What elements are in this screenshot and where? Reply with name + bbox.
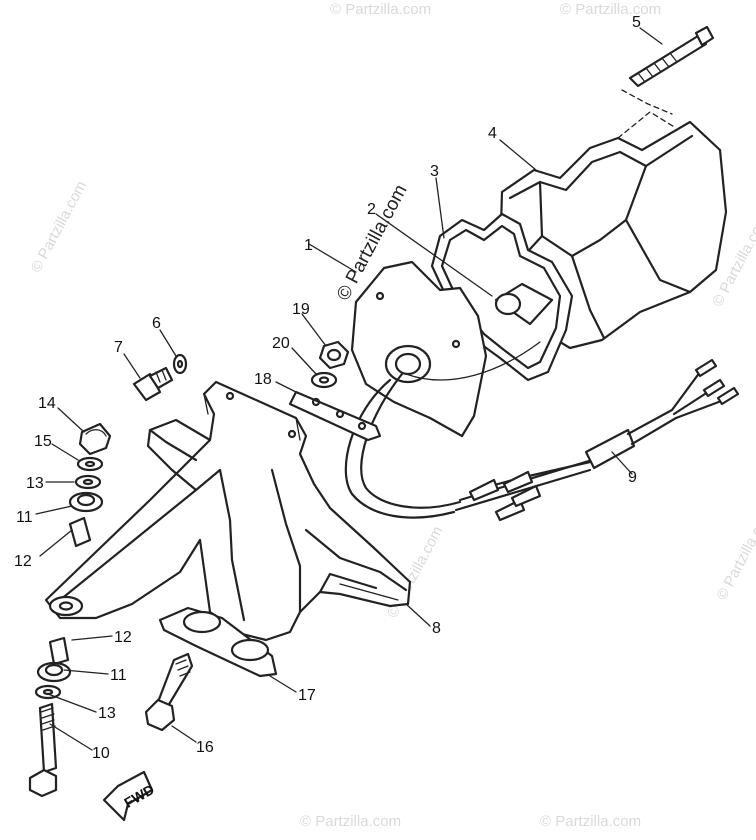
callout-10: 10	[92, 745, 110, 762]
callout-1: 1	[304, 237, 313, 254]
callout-11-lower: 11	[110, 667, 127, 684]
callout-11-upper: 11	[16, 509, 33, 526]
watermark: © Partzilla.com	[540, 813, 641, 830]
leader-lines	[35, 27, 663, 751]
part-6-washer[interactable]	[172, 353, 188, 375]
callout-16: 16	[196, 739, 214, 756]
part-11-grommet-upper[interactable]	[68, 491, 104, 513]
callout-12-upper: 12	[14, 553, 32, 570]
part-16-bolt[interactable]	[144, 652, 194, 732]
part-7-screw[interactable]	[132, 366, 174, 402]
part-19-nut[interactable]	[318, 340, 350, 370]
callout-9: 9	[628, 469, 637, 486]
callout-20: 20	[272, 335, 290, 352]
part-5-bolt[interactable]	[621, 25, 715, 115]
watermark: © Partzilla.com	[713, 506, 756, 603]
callout-5: 5	[632, 14, 641, 31]
part-18-plate[interactable]	[288, 390, 382, 442]
callout-8: 8	[432, 620, 441, 637]
part-14-cap-nut[interactable]	[78, 422, 112, 456]
callout-4: 4	[488, 125, 497, 142]
fwd-arrow: FWD	[102, 770, 157, 822]
callout-13-lower: 13	[98, 705, 116, 722]
callout-18: 18	[254, 371, 272, 388]
watermark: © Partzilla.com	[560, 1, 661, 18]
part-13-washer-upper[interactable]	[74, 474, 102, 490]
part-2-base-plate[interactable]	[350, 260, 554, 438]
part-12-collar-upper[interactable]	[68, 516, 92, 548]
part-9-wire-harness[interactable]	[344, 341, 740, 522]
callout-2: 2	[367, 201, 376, 218]
callout-6: 6	[152, 315, 161, 332]
watermarks: © Partzilla.com © Partzilla.com © Partzi…	[28, 1, 756, 830]
callout-labels: 1 2 3 4 5 6 7 8 9 10 11 11 12 12 13 13 1…	[14, 14, 641, 762]
part-10-bolt[interactable]	[28, 702, 58, 798]
part-20-washer[interactable]	[310, 371, 338, 389]
callout-13-upper: 13	[26, 475, 44, 492]
callout-7: 7	[114, 339, 123, 356]
part-8-bracket[interactable]	[44, 380, 412, 642]
watermark: © Partzilla.com	[28, 178, 90, 275]
watermark: © Partzilla.com	[330, 1, 431, 18]
part-15-washer[interactable]	[76, 456, 104, 472]
part-17-mount-plate[interactable]	[158, 606, 278, 678]
callout-12-lower: 12	[114, 629, 132, 646]
callout-14: 14	[38, 395, 56, 412]
callout-19: 19	[292, 301, 310, 318]
part-13-washer-lower[interactable]	[34, 684, 62, 700]
watermark: © Partzilla.com	[300, 813, 401, 830]
callout-17: 17	[298, 687, 316, 704]
part-11-grommet-lower[interactable]	[36, 661, 72, 683]
callout-15: 15	[34, 433, 52, 450]
callout-3: 3	[430, 163, 439, 180]
part-12-collar-lower[interactable]	[48, 636, 70, 666]
